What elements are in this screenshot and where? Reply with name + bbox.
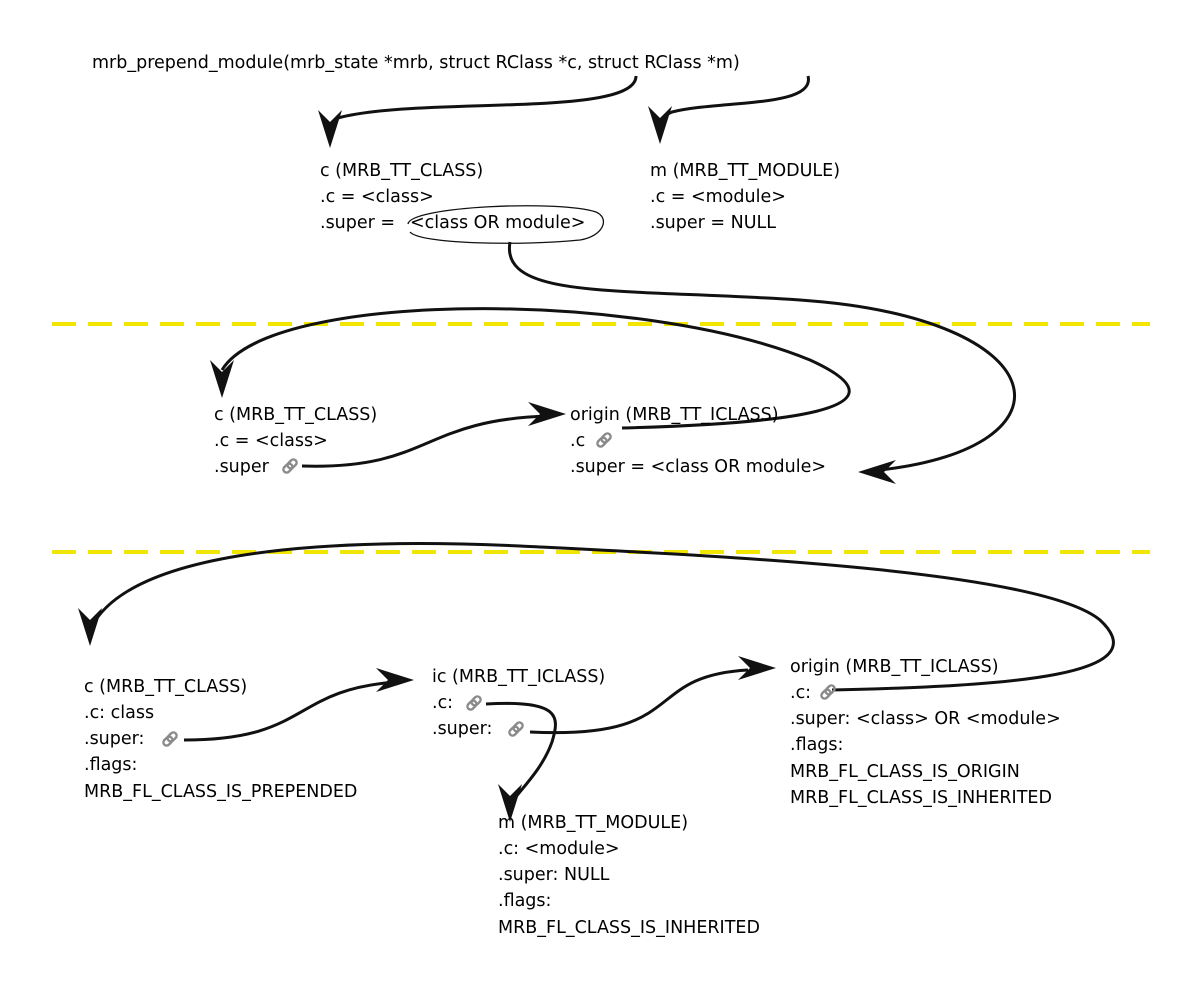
arrowhead-s3-class	[78, 608, 102, 646]
arrow-param-c-to-class	[328, 75, 638, 135]
link-icon	[506, 719, 526, 739]
arrow-param-m-to-module	[660, 75, 810, 129]
s3-c-c: .c: class	[84, 703, 154, 723]
s1-c-super-value: <class OR module>	[410, 213, 585, 233]
s3-ic-title: ic (MRB_TT_ICLASS)	[432, 667, 605, 687]
s3-origin-flag2: MRB_FL_CLASS_IS_INHERITED	[790, 788, 1052, 808]
s1-m-title: m (MRB_TT_MODULE)	[650, 161, 840, 181]
s3-origin-super: .super: <class> OR <module>	[790, 709, 1061, 729]
function-signature: mrb_prepend_module(mrb_state *mrb, struc…	[92, 53, 740, 73]
s1-m-super: .super = NULL	[650, 213, 776, 233]
link-icon	[464, 693, 484, 713]
arrowhead-origin-super	[858, 460, 896, 484]
s3-ic-super: .super:	[432, 719, 492, 739]
s2-c-c: .c = <class>	[214, 431, 328, 451]
s3-m-super: .super: NULL	[498, 865, 610, 885]
arrowhead-s3-ic	[376, 668, 414, 692]
s2-c-title: c (MRB_TT_CLASS)	[214, 405, 377, 425]
s1-c-super-label: .super =	[320, 213, 395, 233]
s2-origin-super: .super = <class OR module>	[570, 457, 826, 477]
arrow-s3-origin-c-to-class	[90, 542, 1115, 692]
link-icon	[594, 430, 614, 450]
s3-m-c: .c: <module>	[498, 839, 620, 859]
s2-origin-c: .c	[570, 431, 585, 451]
s3-m-flags: .flags:	[498, 891, 551, 911]
arrowhead-s2-class	[210, 360, 234, 398]
s3-ic-c: .c:	[432, 693, 453, 713]
s3-c-flags: .flags:	[84, 755, 137, 775]
s3-c-super: .super:	[84, 729, 144, 749]
link-icon	[280, 456, 300, 476]
s1-c-title: c (MRB_TT_CLASS)	[320, 161, 483, 181]
arrowhead-s3-module	[498, 784, 522, 822]
s3-origin-c: .c:	[790, 683, 811, 703]
arrow-s3-ic-c-to-module	[485, 701, 557, 803]
link-icon	[160, 729, 180, 749]
arrow-origin-c-to-class	[220, 307, 851, 430]
arrowhead-s3-origin	[738, 656, 776, 680]
arrowhead-s2-origin	[528, 402, 566, 426]
s3-origin-flag1: MRB_FL_CLASS_IS_ORIGIN	[790, 762, 1020, 782]
s3-m-title: m (MRB_TT_MODULE)	[498, 813, 688, 833]
arrow-s3-super-to-ic	[183, 680, 397, 742]
s1-m-c: .c = <module>	[650, 187, 786, 207]
s3-origin-title: origin (MRB_TT_ICLASS)	[790, 657, 999, 677]
s3-origin-flags: .flags:	[790, 735, 843, 755]
s3-c-flag1: MRB_FL_CLASS_IS_PREPENDED	[84, 782, 357, 802]
s3-c-title: c (MRB_TT_CLASS)	[84, 677, 247, 697]
arrow-super-to-origin	[301, 414, 549, 468]
arrow-super-to-origin-super	[507, 241, 1017, 472]
arrow-s3-ic-super-to-origin	[529, 668, 749, 735]
s2-c-super: .super	[214, 457, 270, 477]
arrowhead-param-c	[318, 110, 342, 148]
s3-m-flag1: MRB_FL_CLASS_IS_INHERITED	[498, 918, 760, 938]
arrowhead-param-m	[648, 106, 672, 144]
link-icon	[818, 682, 838, 702]
s1-super-value-circle	[407, 205, 605, 244]
s1-c-c: .c = <class>	[320, 187, 434, 207]
s2-origin-title: origin (MRB_TT_ICLASS)	[570, 405, 779, 425]
